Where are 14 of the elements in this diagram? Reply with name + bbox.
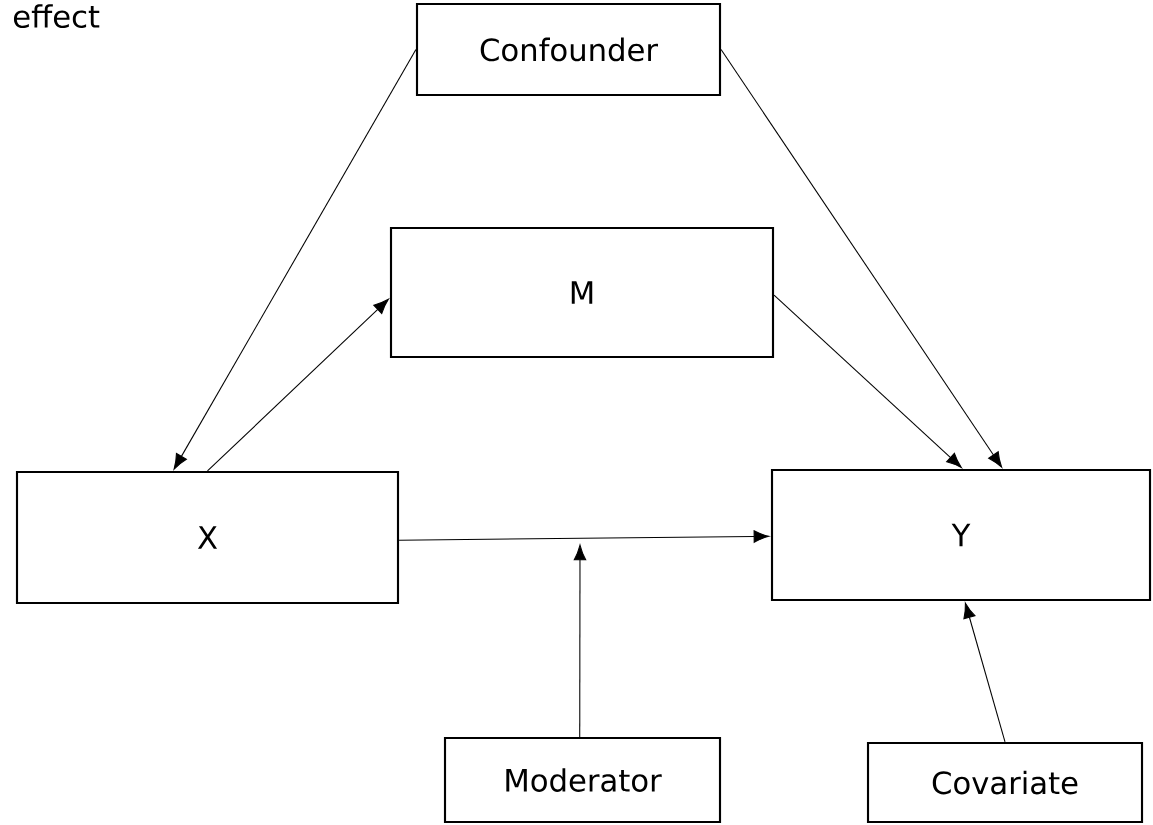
arrow bbox=[398, 530, 770, 543]
arrow bbox=[173, 48, 417, 470]
arrow bbox=[963, 602, 1006, 743]
variable-box: Moderator bbox=[443, 736, 722, 824]
variable-box: Y bbox=[770, 468, 1152, 602]
arrow bbox=[773, 294, 962, 468]
heading-text: effect bbox=[13, 4, 100, 28]
variable-box: Confounder bbox=[415, 2, 722, 97]
variable-box: Covariate bbox=[866, 741, 1144, 824]
variable-box: M bbox=[389, 226, 775, 359]
arrow bbox=[720, 48, 1003, 468]
arrow bbox=[573, 544, 587, 738]
variable-box: X bbox=[15, 470, 400, 605]
arrow bbox=[206, 298, 389, 472]
